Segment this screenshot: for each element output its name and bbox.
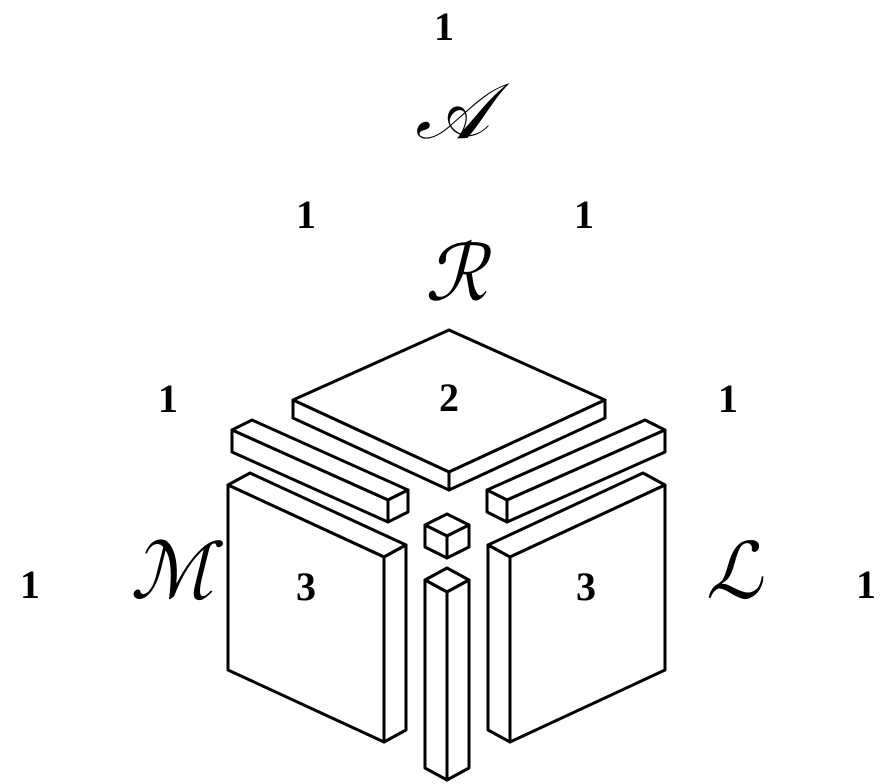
label-2-top-plate: 2 [439,375,459,420]
top-plate [291,328,607,492]
small-cube [423,512,471,560]
label-1-upper-right: 1 [574,192,594,237]
label-L: ℒ [706,527,764,617]
left-bar [230,418,410,524]
right-bar [485,418,667,524]
label-A: 𝒜 [415,67,510,157]
left-plate [226,471,408,744]
label-1-upper-left: 1 [296,192,316,237]
label-1-top: 1 [434,4,454,49]
right-plate [486,471,667,744]
label-1-mid-right: 1 [718,376,738,421]
label-3-left-plate: 3 [296,564,316,609]
label-1-far-left: 1 [20,562,40,607]
label-R: ℛ [425,229,492,319]
vertical-post [423,566,471,782]
label-1-far-right: 1 [856,562,876,607]
label-3-right-plate: 3 [576,564,596,609]
label-1-mid-left: 1 [158,376,178,421]
label-M: ℳ [130,527,224,617]
